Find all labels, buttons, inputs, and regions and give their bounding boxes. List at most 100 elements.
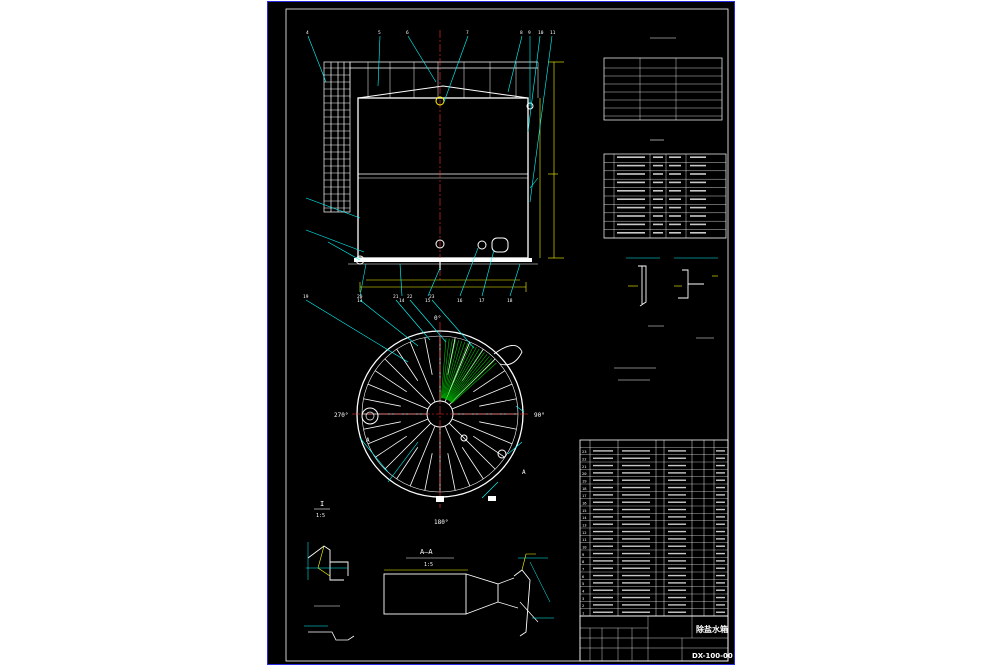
part-cell-fill — [668, 596, 686, 599]
part-cell-fill — [716, 472, 725, 474]
part-cell-fill — [622, 464, 650, 467]
part-cell-fill — [593, 589, 613, 591]
part-cell-fill — [622, 501, 650, 503]
roof-rafter-short — [374, 435, 407, 458]
detail-i-weld — [317, 545, 331, 577]
part-cell-fill — [668, 560, 686, 562]
leader-line — [377, 35, 381, 87]
spec-table-rows — [604, 67, 722, 117]
hatch-line — [441, 338, 450, 399]
part-cell-fill — [668, 508, 686, 511]
tank-roof — [357, 85, 529, 99]
drawing-name: 除盐水箱 — [696, 624, 728, 634]
nozzle-cell-fill — [653, 181, 663, 184]
nozzle-cell-fill — [690, 232, 706, 234]
leader-line — [395, 299, 431, 341]
part-cell-fill — [622, 508, 650, 511]
part-cell-fill — [622, 552, 650, 555]
roof-rafter — [448, 422, 496, 470]
hatch-line — [442, 339, 456, 399]
detail-i-profile — [307, 545, 349, 581]
nozzle-cell-fill — [669, 223, 681, 226]
part-cell-fill — [716, 508, 725, 511]
angle-label-90: 90° — [534, 412, 545, 419]
nozzle-cell-fill — [617, 190, 645, 192]
part-cell-fill — [668, 457, 686, 459]
item-number: 15 — [425, 298, 431, 304]
part-cell-fill — [716, 582, 725, 584]
part-cell-fill — [622, 486, 650, 489]
leader-line — [529, 177, 539, 189]
nozzle-cell-fill — [653, 198, 663, 200]
part-cell-fill — [716, 545, 725, 547]
leader-line — [307, 35, 327, 83]
nozzle-cell-fill — [617, 206, 645, 209]
plan-manhole — [361, 407, 379, 425]
hatch-line — [451, 362, 497, 404]
hatch-line — [447, 348, 480, 401]
ladder-rungs — [324, 67, 350, 209]
section-aa-bracket — [465, 573, 499, 615]
item-number: 8 — [520, 30, 523, 36]
nozzle-cell-fill — [690, 181, 706, 184]
part-number: 9 — [582, 552, 585, 557]
part-number: 15 — [582, 508, 587, 513]
item-number: 22 — [407, 294, 413, 300]
leader-line — [481, 481, 499, 499]
detail-i-scale: 1:5 — [316, 513, 325, 519]
part-cell-fill — [668, 450, 686, 452]
item-number: 4 — [306, 30, 309, 36]
leader-line — [443, 35, 469, 103]
nozzle-cell-fill — [617, 181, 645, 184]
section-mark-a: A — [366, 437, 370, 444]
part-cell-fill — [622, 457, 650, 459]
nozzle-cell-fill — [669, 232, 681, 234]
top-railing — [350, 61, 538, 69]
roof-rafter-short — [424, 453, 433, 491]
part-cell-fill — [622, 523, 650, 525]
nozzle-cell-fill — [653, 190, 663, 192]
tank-bottom-plate — [354, 258, 532, 262]
part-cell-fill — [668, 604, 686, 606]
leader-line — [527, 35, 541, 133]
nozzle-cell-fill — [690, 223, 706, 226]
item-number: 20 — [357, 294, 363, 300]
part-cell-fill — [593, 611, 613, 613]
leader-line — [509, 263, 521, 297]
part-number: 18 — [582, 486, 587, 491]
right-details — [626, 257, 718, 339]
part-cell-fill — [668, 464, 686, 467]
leader-line — [305, 197, 361, 219]
nozzle-cell-fill — [653, 206, 663, 209]
nozzle-cell-fill — [617, 173, 645, 175]
parts-table-cols — [589, 440, 715, 616]
nozzle-cell-fill — [669, 156, 681, 158]
part-cell-fill — [622, 574, 650, 577]
section-aa-weld — [521, 553, 536, 571]
part-number: 10 — [582, 545, 587, 550]
section-a-a: A—A 1:5 — [383, 548, 554, 637]
part-cell-fill — [668, 552, 686, 555]
roof-rafter-short — [447, 453, 456, 491]
item-number: 13 — [357, 298, 363, 304]
part-number: 13 — [582, 523, 587, 528]
part-cell-fill — [622, 479, 650, 481]
section-aa-scale: 1:5 — [424, 562, 433, 568]
roof-rafter-short — [396, 447, 419, 480]
part-cell-fill — [716, 523, 725, 525]
part-cell-fill — [593, 567, 613, 569]
part-number: 7 — [582, 567, 584, 572]
part-cell-fill — [593, 560, 613, 562]
roof-rafter — [451, 418, 513, 445]
spec-table-frame — [603, 57, 723, 121]
part-cell-fill — [668, 494, 686, 496]
plan-manhole-inner — [365, 411, 375, 421]
item-number: 17 — [479, 298, 485, 304]
part-cell-fill — [716, 450, 725, 452]
part-number: 17 — [582, 493, 587, 498]
hatch-line — [446, 344, 471, 400]
section-aa-title: A—A — [420, 548, 433, 556]
